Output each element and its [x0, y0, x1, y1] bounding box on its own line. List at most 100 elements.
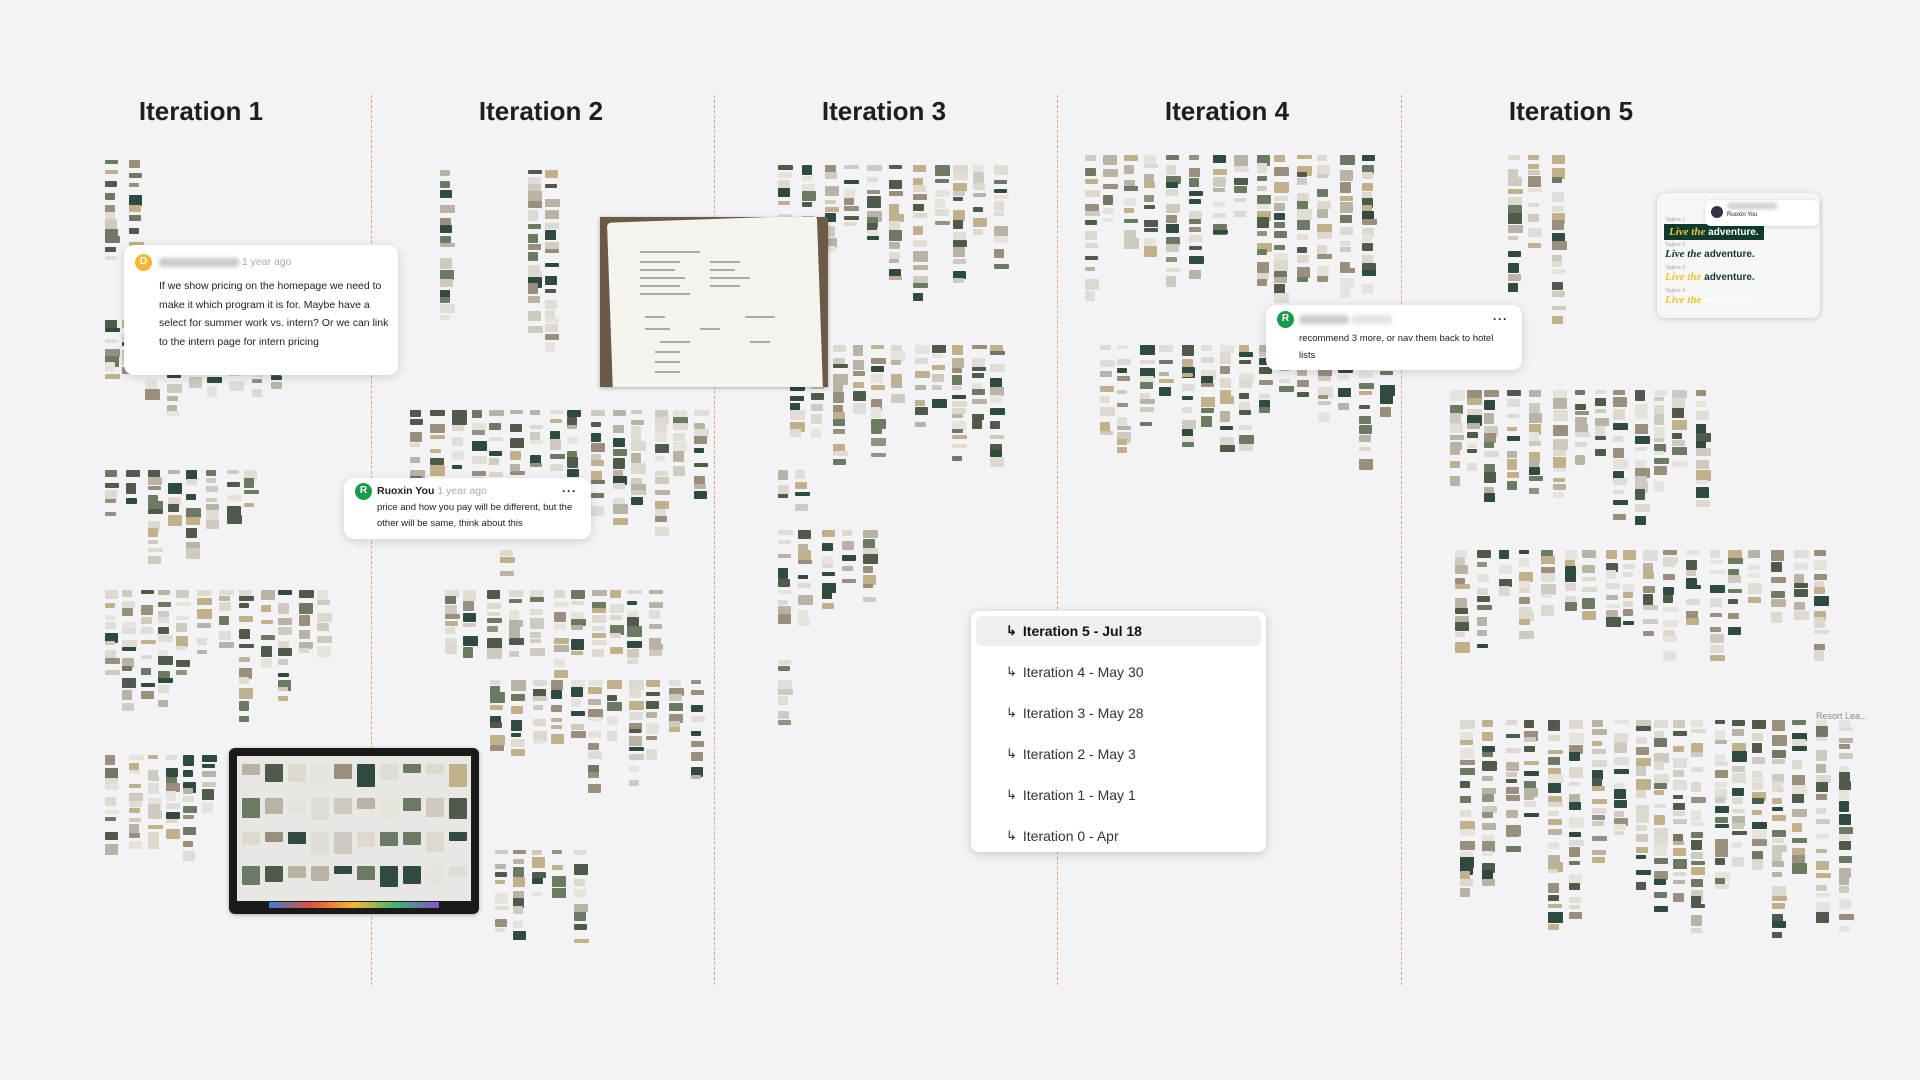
- frame-thumbnail[interactable]: [186, 479, 197, 485]
- frame-thumbnail[interactable]: [952, 414, 963, 418]
- frame-thumbnail[interactable]: [798, 560, 812, 564]
- frame-thumbnail[interactable]: [1144, 182, 1155, 188]
- page-item-iteration-3[interactable]: ↳Iteration 3 - May 28: [1006, 704, 1144, 721]
- frame-thumbnail[interactable]: [694, 429, 709, 438]
- frame-thumbnail[interactable]: [105, 832, 118, 840]
- frame-thumbnail[interactable]: [1182, 396, 1193, 400]
- frame-thumbnail[interactable]: [1715, 848, 1728, 857]
- frame-thumbnail[interactable]: [1144, 220, 1158, 227]
- frame-thumbnail[interactable]: [1117, 359, 1131, 365]
- frame-thumbnail[interactable]: [1792, 823, 1802, 832]
- frame-thumbnail[interactable]: [915, 422, 926, 427]
- frame-thumbnail[interactable]: [778, 568, 788, 579]
- frame-thumbnail[interactable]: [1201, 383, 1214, 387]
- frame-thumbnail[interactable]: [627, 641, 642, 648]
- frame-thumbnail[interactable]: [1728, 575, 1741, 583]
- frame-thumbnail[interactable]: [533, 731, 547, 742]
- frame-thumbnail[interactable]: [1340, 262, 1350, 270]
- frame-thumbnail[interactable]: [105, 470, 117, 477]
- frame-thumbnail[interactable]: [1614, 789, 1626, 799]
- frame-thumbnail[interactable]: [1507, 451, 1517, 458]
- frame-thumbnail[interactable]: [994, 236, 1008, 243]
- frame-thumbnail[interactable]: [592, 649, 604, 657]
- frame-thumbnail[interactable]: [1691, 896, 1701, 906]
- frame-thumbnail[interactable]: [1569, 752, 1580, 761]
- frame-thumbnail[interactable]: [1519, 597, 1530, 604]
- frame-thumbnail[interactable]: [778, 660, 791, 665]
- frame-thumbnail[interactable]: [1548, 862, 1563, 872]
- frame-thumbnail[interactable]: [1159, 345, 1173, 352]
- frame-thumbnail[interactable]: [1318, 412, 1330, 422]
- frame-thumbnail[interactable]: [649, 638, 661, 647]
- frame-thumbnail[interactable]: [1696, 487, 1709, 498]
- frame-thumbnail[interactable]: [1213, 224, 1227, 235]
- frame-thumbnail[interactable]: [1085, 231, 1097, 240]
- frame-thumbnail[interactable]: [148, 776, 159, 781]
- frame-thumbnail[interactable]: [1340, 268, 1355, 273]
- frame-thumbnail[interactable]: [655, 477, 669, 484]
- frame-thumbnail[interactable]: [915, 407, 928, 415]
- frame-thumbnail[interactable]: [1816, 737, 1827, 741]
- frame-thumbnail[interactable]: [842, 530, 852, 536]
- frame-thumbnail[interactable]: [1117, 432, 1131, 443]
- frame-thumbnail[interactable]: [1499, 579, 1512, 587]
- frame-thumbnail[interactable]: [1529, 488, 1539, 494]
- frame-thumbnail[interactable]: [1117, 345, 1128, 349]
- frame-thumbnail[interactable]: [500, 557, 515, 563]
- frame-thumbnail[interactable]: [1362, 211, 1374, 220]
- frame-thumbnail[interactable]: [122, 628, 136, 634]
- frame-thumbnail[interactable]: [844, 180, 859, 184]
- frame-thumbnail[interactable]: [1592, 786, 1605, 791]
- frame-thumbnail[interactable]: [889, 204, 899, 214]
- frame-thumbnail[interactable]: [1636, 790, 1646, 798]
- frame-thumbnail[interactable]: [1696, 424, 1706, 435]
- frame-thumbnail[interactable]: [440, 181, 450, 188]
- frame-thumbnail[interactable]: [1696, 480, 1708, 484]
- frame-thumbnail[interactable]: [1380, 407, 1391, 417]
- frame-thumbnail[interactable]: [1239, 435, 1254, 444]
- frame-thumbnail[interactable]: [1297, 166, 1312, 176]
- frame-thumbnail[interactable]: [574, 864, 588, 875]
- frame-thumbnail[interactable]: [994, 212, 1004, 216]
- frame-thumbnail[interactable]: [1274, 167, 1289, 176]
- frame-thumbnail[interactable]: [129, 808, 140, 813]
- frame-thumbnail[interactable]: [1201, 370, 1216, 380]
- frame-thumbnail[interactable]: [588, 751, 602, 759]
- frame-thumbnail[interactable]: [1569, 802, 1581, 810]
- frame-thumbnail[interactable]: [778, 201, 790, 205]
- frame-thumbnail[interactable]: [129, 801, 142, 807]
- frame-thumbnail[interactable]: [1189, 219, 1201, 224]
- frame-thumbnail[interactable]: [889, 242, 900, 249]
- frame-thumbnail[interactable]: [1663, 595, 1673, 603]
- frame-thumbnail[interactable]: [1635, 404, 1648, 411]
- frame-thumbnail[interactable]: [261, 646, 272, 657]
- frame-thumbnail[interactable]: [1548, 883, 1559, 893]
- frame-thumbnail[interactable]: [1552, 306, 1566, 310]
- frame-thumbnail[interactable]: [239, 590, 252, 600]
- frame-thumbnail[interactable]: [463, 613, 476, 622]
- frame-thumbnail[interactable]: [440, 243, 455, 247]
- frame-thumbnail[interactable]: [1508, 263, 1519, 273]
- frame-thumbnail[interactable]: [513, 867, 524, 877]
- frame-thumbnail[interactable]: [1613, 397, 1627, 407]
- frame-thumbnail[interactable]: [694, 410, 709, 416]
- frame-thumbnail[interactable]: [1792, 739, 1806, 750]
- frame-thumbnail[interactable]: [778, 680, 792, 690]
- frame-thumbnail[interactable]: [1772, 921, 1786, 928]
- frame-thumbnail[interactable]: [1606, 563, 1618, 572]
- frame-thumbnail[interactable]: [1691, 915, 1702, 926]
- frame-thumbnail[interactable]: [206, 498, 217, 502]
- frame-thumbnail[interactable]: [1673, 758, 1687, 768]
- frame-thumbnail[interactable]: [1569, 874, 1582, 885]
- frame-thumbnail[interactable]: [631, 433, 641, 443]
- frame-thumbnail[interactable]: [197, 623, 211, 628]
- frame-thumbnail[interactable]: [1482, 720, 1493, 727]
- frame-thumbnail[interactable]: [1460, 781, 1470, 788]
- frame-thumbnail[interactable]: [1159, 379, 1174, 383]
- frame-thumbnail[interactable]: [1614, 818, 1628, 826]
- frame-thumbnail[interactable]: [183, 851, 195, 861]
- frame-thumbnail[interactable]: [530, 455, 541, 466]
- frame-thumbnail[interactable]: [202, 755, 217, 762]
- frame-thumbnail[interactable]: [1663, 636, 1677, 642]
- frame-thumbnail[interactable]: [1663, 550, 1677, 555]
